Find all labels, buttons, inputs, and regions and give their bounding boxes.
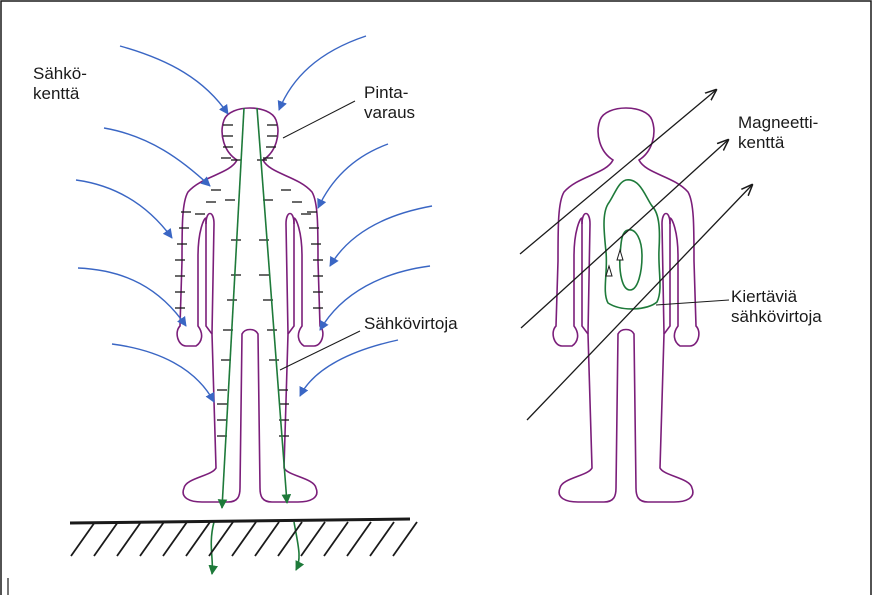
label-electric-currents: Sähkövirtoja (364, 314, 458, 334)
right-body-silhouette (553, 108, 699, 502)
ground-line (70, 519, 410, 523)
hatch-stroke (71, 522, 95, 556)
field-line (76, 180, 172, 238)
hatch-stroke (232, 522, 256, 556)
right-body-inner-arm-left (582, 214, 590, 335)
hatch-stroke (186, 522, 210, 556)
current-line-right (257, 108, 287, 503)
field-line (78, 268, 186, 326)
label-circulating-currents-line-1: Kiertäviä (731, 287, 822, 307)
hatch-stroke (140, 522, 164, 556)
ground-hatching (71, 522, 417, 556)
leader-electric-currents (280, 331, 360, 370)
field-line (112, 344, 214, 402)
ground (70, 519, 417, 556)
field-line (120, 46, 228, 114)
field-line (279, 36, 366, 110)
right-body-inner-arm-right (662, 214, 670, 335)
left-body-inner-arm-right (286, 214, 294, 335)
field-line (104, 128, 210, 186)
label-circulating-currents-line-2: sähkövirtoja (731, 307, 822, 327)
magnetic-line-2 (521, 140, 728, 328)
hatch-stroke (393, 522, 417, 556)
label-magnetic-field-line-2: kenttä (738, 133, 818, 153)
label-electric-field: Sähkö- kenttä (33, 64, 87, 104)
hatch-stroke (163, 522, 187, 556)
left-body-inner-arm-left (206, 214, 214, 335)
label-surface-charge-line-2: varaus (364, 103, 415, 123)
label-magnetic-field: Magneetti- kenttä (738, 113, 818, 153)
hatch-stroke (94, 522, 118, 556)
label-surface-charge: Pinta- varaus (364, 83, 415, 123)
left-body-outline (177, 108, 323, 502)
label-electric-field-line-2: kenttä (33, 84, 87, 104)
hatch-stroke (370, 522, 394, 556)
label-surface-charge-line-1: Pinta- (364, 83, 415, 103)
hatch-stroke (255, 522, 279, 556)
eddy-arrow-marker-2 (617, 250, 623, 260)
left-body-silhouette (177, 108, 323, 502)
field-line (318, 144, 388, 208)
leader-circulating-currents (656, 300, 729, 305)
label-electric-field-line-1: Sähkö- (33, 64, 87, 84)
hatch-stroke (301, 522, 325, 556)
body-currents (211, 108, 299, 574)
magnetic-line-1 (520, 90, 716, 254)
hatch-stroke (347, 522, 371, 556)
magnetic-field-lines (520, 90, 752, 420)
label-magnetic-field-line-1: Magneetti- (738, 113, 818, 133)
hatch-stroke (117, 522, 141, 556)
hatch-stroke (324, 522, 348, 556)
label-circulating-currents: Kiertäviä sähkövirtoja (731, 287, 822, 327)
leader-surface-charge (283, 101, 355, 138)
field-line (330, 206, 432, 266)
field-line (300, 340, 398, 396)
right-body-outline (553, 108, 699, 502)
